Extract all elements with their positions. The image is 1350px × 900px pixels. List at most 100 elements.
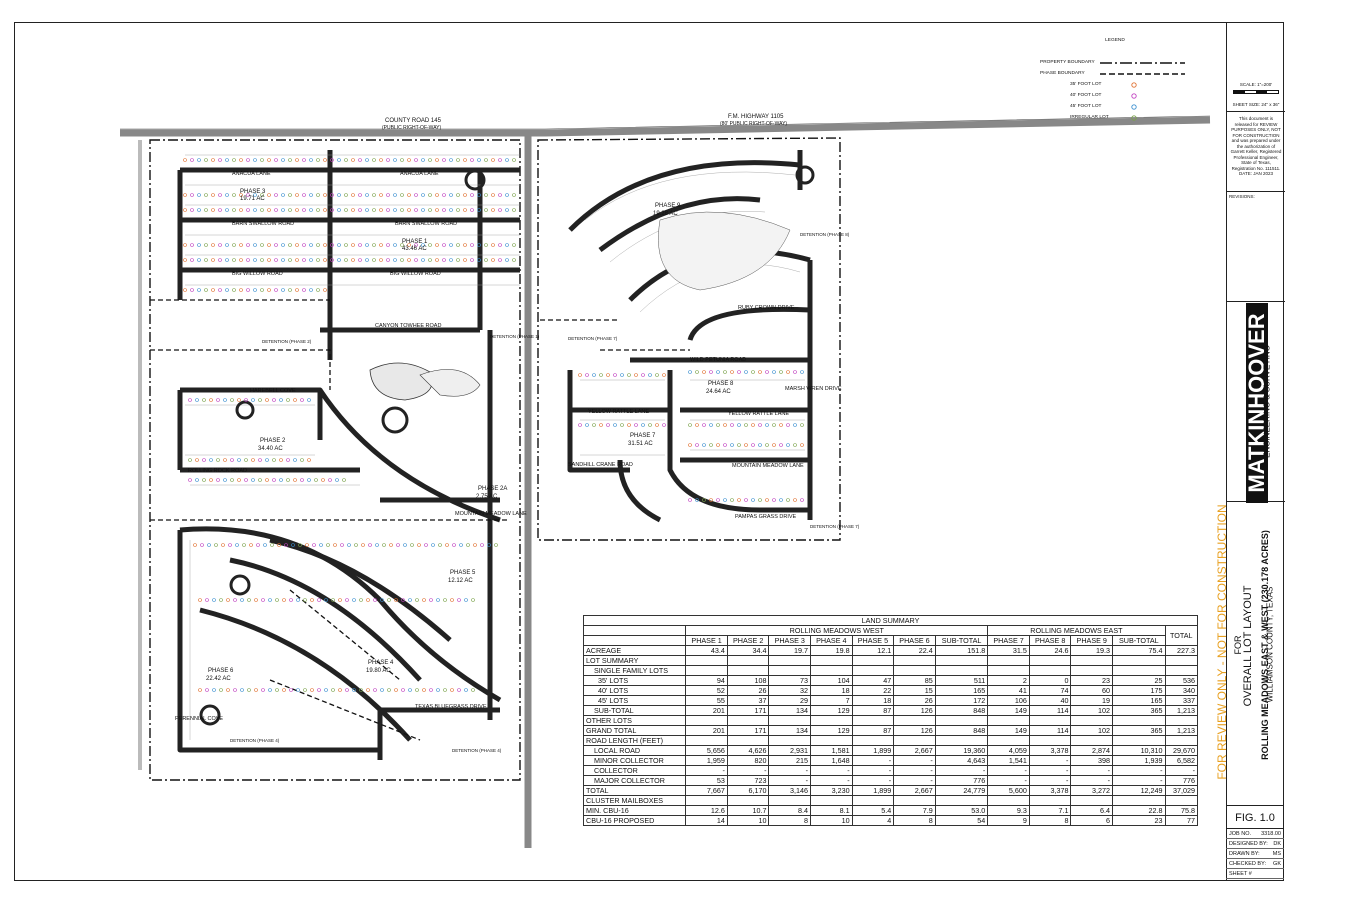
lot-marker	[414, 243, 418, 247]
lot-marker	[268, 688, 272, 692]
lot-marker	[344, 258, 348, 262]
lot-marker	[366, 598, 370, 602]
lot-marker	[359, 598, 363, 602]
legend-label-phase: PHASE BOUNDARY	[1040, 71, 1085, 76]
table-cell: 53.0	[934, 805, 989, 816]
table-cell	[726, 735, 770, 746]
lot-marker	[429, 598, 433, 602]
lot-marker	[400, 193, 404, 197]
column-header: PHASE 8	[1028, 635, 1072, 646]
row-label: 35' LOTS	[582, 675, 687, 686]
table-cell: 114	[1028, 705, 1072, 716]
column-header: PHASE 1	[685, 635, 728, 646]
table-cell: 129	[810, 705, 853, 716]
table-cell	[768, 715, 812, 726]
lot-marker	[219, 688, 223, 692]
lot-marker	[470, 258, 474, 262]
table-cell: 1,213	[1164, 705, 1199, 716]
cove-circle-2	[229, 574, 251, 596]
west-lots	[185, 154, 520, 740]
lot-marker	[373, 688, 377, 692]
lot-marker	[512, 243, 516, 247]
lot-marker	[407, 193, 411, 197]
lot-marker	[662, 373, 666, 377]
lot-marker	[709, 370, 713, 374]
table-cell: 7	[810, 695, 853, 706]
lot-marker	[295, 258, 299, 262]
lot-marker	[606, 423, 610, 427]
lot-marker	[393, 208, 397, 212]
lot-marker	[295, 158, 299, 162]
lot-marker	[505, 158, 509, 162]
table-cell	[934, 715, 989, 726]
county-road-row-label: (PUBLIC RIGHT-OF-WAY)	[382, 125, 442, 131]
lot-marker	[258, 458, 262, 462]
lot-marker	[450, 598, 454, 602]
lot-marker	[730, 370, 734, 374]
lot-marker	[372, 258, 376, 262]
lot-marker	[744, 370, 748, 374]
table-cell: 820	[726, 755, 770, 766]
lot-marker	[723, 443, 727, 447]
lot-marker	[261, 598, 265, 602]
lot-marker	[449, 158, 453, 162]
lot-marker	[205, 688, 209, 692]
table-cell: -	[1028, 755, 1072, 766]
lot-marker	[202, 478, 206, 482]
lot-marker	[302, 258, 306, 262]
detention-east-mound	[658, 211, 791, 291]
lot-marker	[272, 398, 276, 402]
lot-marker	[281, 288, 285, 292]
phase-8-name: PHASE 8	[708, 381, 734, 387]
table-cell: -	[934, 765, 989, 776]
county-road-label: COUNTY ROAD 145	[385, 118, 442, 124]
west-header: ROLLING MEADOWS WEST	[685, 625, 989, 636]
lot-marker	[477, 208, 481, 212]
street-canyon: CANYON TOWHEE ROAD	[375, 323, 441, 329]
phase-7-area: 31.51 AC	[628, 441, 653, 447]
lot-marker	[410, 543, 414, 547]
lot-marker	[428, 208, 432, 212]
table-cell	[1164, 665, 1199, 676]
lot-marker	[456, 208, 460, 212]
lot-marker	[512, 193, 516, 197]
lot-marker	[237, 398, 241, 402]
lot-marker	[457, 598, 461, 602]
lot-marker	[393, 243, 397, 247]
lot-marker	[758, 370, 762, 374]
table-cell: 3,378	[1028, 785, 1072, 796]
legend: LEGEND PROPERTY BOUNDARY PHASE BOUNDARY …	[1040, 38, 1190, 123]
table-cell: 12,249	[1112, 785, 1166, 796]
table-cell: 12.1	[851, 645, 895, 656]
table-cell: 1,959	[685, 755, 728, 766]
lot-marker	[225, 193, 229, 197]
lot-marker	[337, 158, 341, 162]
lot-marker	[295, 243, 299, 247]
table-cell	[934, 795, 989, 806]
lot-marker	[328, 478, 332, 482]
lot-marker	[366, 688, 370, 692]
lot-marker	[695, 498, 699, 502]
row-label: OTHER LOTS	[582, 715, 687, 726]
table-cell: -	[685, 765, 728, 776]
lot-marker	[779, 498, 783, 502]
lot-marker	[226, 598, 230, 602]
lot-marker	[688, 498, 692, 502]
street-rolling-rock: ROLLING ROCK ROAD	[188, 468, 247, 474]
lot-marker	[274, 158, 278, 162]
row-label: MIN. CBU-16	[582, 805, 687, 816]
lot-marker	[197, 243, 201, 247]
table-cell	[685, 655, 728, 666]
lot-marker	[309, 258, 313, 262]
table-cell: 175	[1112, 685, 1166, 696]
lot-marker	[247, 688, 251, 692]
lot-marker	[470, 243, 474, 247]
table-cell: 104	[810, 675, 853, 686]
review-note-box: This document is released for REVIEW PUR…	[1227, 112, 1285, 192]
lot-marker	[302, 243, 306, 247]
